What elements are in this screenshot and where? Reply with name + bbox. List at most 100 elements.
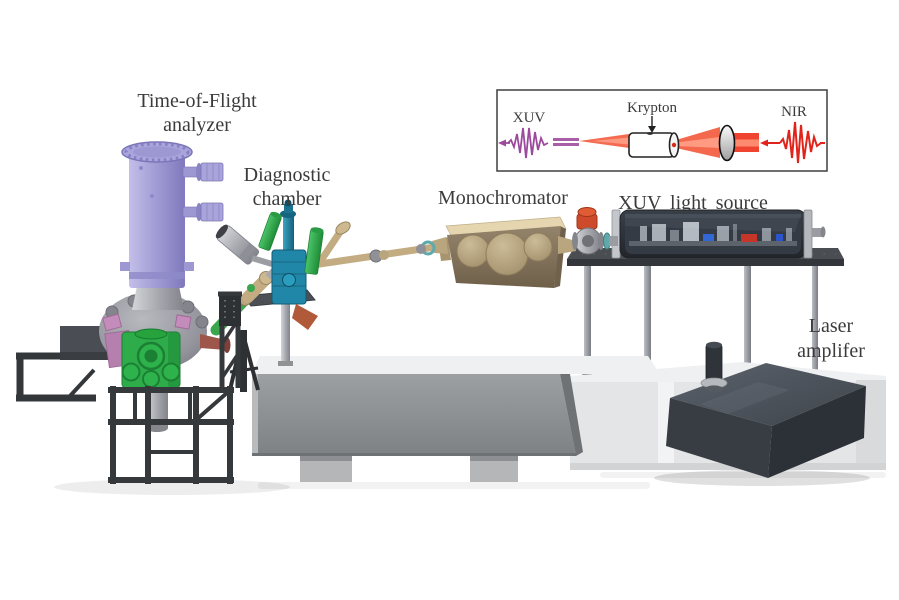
- table-edge-highlight: [252, 374, 258, 456]
- tan-valve: [242, 275, 270, 303]
- laser-box-side: [768, 386, 866, 478]
- laser-box-top: [670, 363, 866, 426]
- relay-window: [582, 235, 594, 247]
- focusing-lens: [718, 124, 736, 162]
- breadboard-edge: [567, 259, 844, 266]
- xuv-beam-line: [553, 143, 579, 146]
- laser-knob-top: [706, 341, 722, 349]
- enclosure-end-plate: [803, 209, 813, 259]
- table-legs: [300, 456, 518, 482]
- xuv-pulse: [498, 127, 549, 159]
- laser-amplifier: [654, 341, 870, 486]
- shadow-right-table: [600, 472, 886, 478]
- diag-top-knob: [284, 204, 293, 213]
- table-lip: [252, 453, 576, 456]
- lower-pump-cap: [146, 424, 168, 432]
- table-front: [252, 374, 576, 456]
- enclosure-port: [812, 228, 822, 237]
- nir-arrowhead: [760, 139, 768, 147]
- relay-chamber: [558, 207, 618, 255]
- enclosure-end-plate: [611, 209, 621, 259]
- enclosure-port-flange: [820, 226, 826, 238]
- inset-nir-label: NIR: [781, 104, 807, 120]
- relay-flange: [598, 232, 604, 250]
- shadow-table: [258, 482, 650, 489]
- laser-label-line1: Laser: [809, 315, 854, 337]
- table-top: [252, 356, 660, 374]
- monochromator: [438, 216, 567, 288]
- support-frame: [108, 291, 242, 484]
- nir-pulse: [760, 121, 825, 164]
- laser-table-lip: [570, 463, 886, 470]
- krypton-gas-cell: [628, 116, 680, 158]
- relay-flange: [572, 232, 578, 250]
- mono-disc: [485, 232, 529, 276]
- enclosure-optics: [625, 214, 801, 246]
- krypton-arrowhead: [648, 126, 656, 133]
- diag-front-flange: [282, 273, 296, 287]
- mono-disc: [456, 234, 490, 268]
- tof-label-line2: analyzer: [163, 114, 231, 136]
- pink-flange: [102, 313, 123, 332]
- diag-top-dot: [284, 199, 292, 207]
- beamline-tube: [301, 221, 448, 272]
- green-chamber: [121, 328, 181, 389]
- tof-label-line1: Time-of-Flight: [137, 90, 257, 112]
- mono-disc: [523, 232, 553, 262]
- tof-side-port: [182, 162, 224, 182]
- laser-label-line2: amplifer: [797, 340, 865, 362]
- gauge-link-pipe: [251, 255, 273, 267]
- tof-side-port: [182, 202, 224, 222]
- tube-adapter: [132, 286, 184, 310]
- tube-end-cone: [432, 237, 448, 254]
- side-bracket: [16, 326, 118, 402]
- table-side: [560, 374, 583, 456]
- gas-inlet-hole: [647, 132, 653, 135]
- tube-bolt: [150, 194, 154, 198]
- laser-box-shadow: [654, 470, 870, 486]
- lower-pump: [146, 390, 168, 428]
- diag-top-tube: [283, 216, 294, 252]
- tof-analyzer: [16, 141, 242, 484]
- breadboard-leg: [744, 262, 751, 386]
- tube-nub: [120, 262, 130, 271]
- pink-flange: [174, 314, 192, 330]
- tof-tube: [129, 152, 185, 288]
- handle-cap: [335, 221, 351, 235]
- flange-center: [133, 146, 181, 158]
- green-valve-left: [258, 211, 282, 251]
- tube-handle: [316, 228, 344, 266]
- inset-krypton-label: Krypton: [627, 100, 677, 116]
- relay-cone: [558, 236, 576, 254]
- xuv-source-label: XUV light source: [618, 192, 768, 214]
- breadboard-leg: [584, 262, 591, 372]
- tube-gray-disc: [416, 244, 426, 254]
- tube-nub: [184, 262, 194, 271]
- tube-coupler-tan: [379, 250, 389, 260]
- inset-xuv-label: XUV: [513, 110, 546, 126]
- diag-post: [281, 304, 290, 364]
- green-valve-right: [304, 227, 324, 275]
- optical-table: [252, 356, 660, 482]
- relay-tube: [609, 236, 618, 246]
- xuv-light-source: [567, 209, 844, 386]
- diagnostic-label-line2: chamber: [253, 188, 322, 210]
- diagnostic-chamber: [210, 199, 324, 392]
- monochromator-label: Monochromator: [438, 187, 568, 209]
- diag-post-foot: [278, 361, 293, 366]
- tube-bolt: [139, 166, 143, 170]
- flange-bolts: [124, 142, 190, 162]
- diagnostic-label-line1: Diagnostic: [244, 164, 331, 186]
- xuv-beam-line: [553, 138, 579, 141]
- laser-knob-base: [705, 385, 723, 393]
- breadboard-leg: [644, 262, 651, 370]
- inset-panel: XUV Krypton NIR: [496, 89, 828, 172]
- labels: Time-of-Flight analyzer Diagnostic chamb…: [137, 90, 865, 362]
- laser-box-front: [666, 398, 772, 478]
- breadboard-leg: [812, 262, 818, 374]
- orange-valve-wheel: [577, 207, 597, 217]
- valve-knob: [247, 284, 255, 292]
- tube-ring: [129, 272, 185, 279]
